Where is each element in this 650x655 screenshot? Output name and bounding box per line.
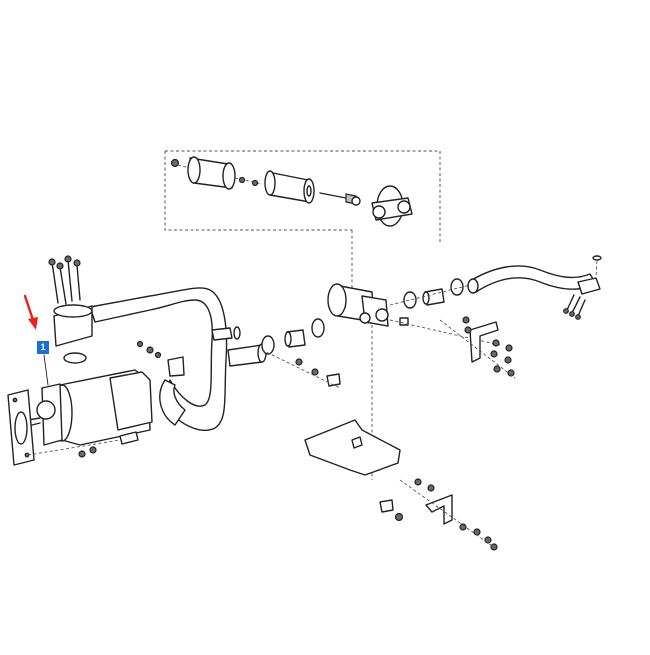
callout-label[interactable]: 1: [37, 341, 49, 354]
pump-gasket: [7, 389, 35, 466]
bottom-bracket: [379, 478, 498, 551]
suction-tube: [89, 287, 267, 431]
pump-flange: [48, 255, 93, 364]
return-hose: [467, 255, 602, 320]
filter-housing: [327, 278, 501, 346]
right-bracket: [439, 316, 516, 379]
hydraulic-pump: [27, 369, 153, 446]
callout-leader-line: [43, 354, 49, 386]
pump-fasteners: [27, 340, 185, 458]
filter-detail-box: [164, 150, 441, 290]
guard-plate: [304, 325, 401, 480]
red-arrow-icon: [23, 294, 38, 330]
mid-clamps: [261, 318, 341, 389]
